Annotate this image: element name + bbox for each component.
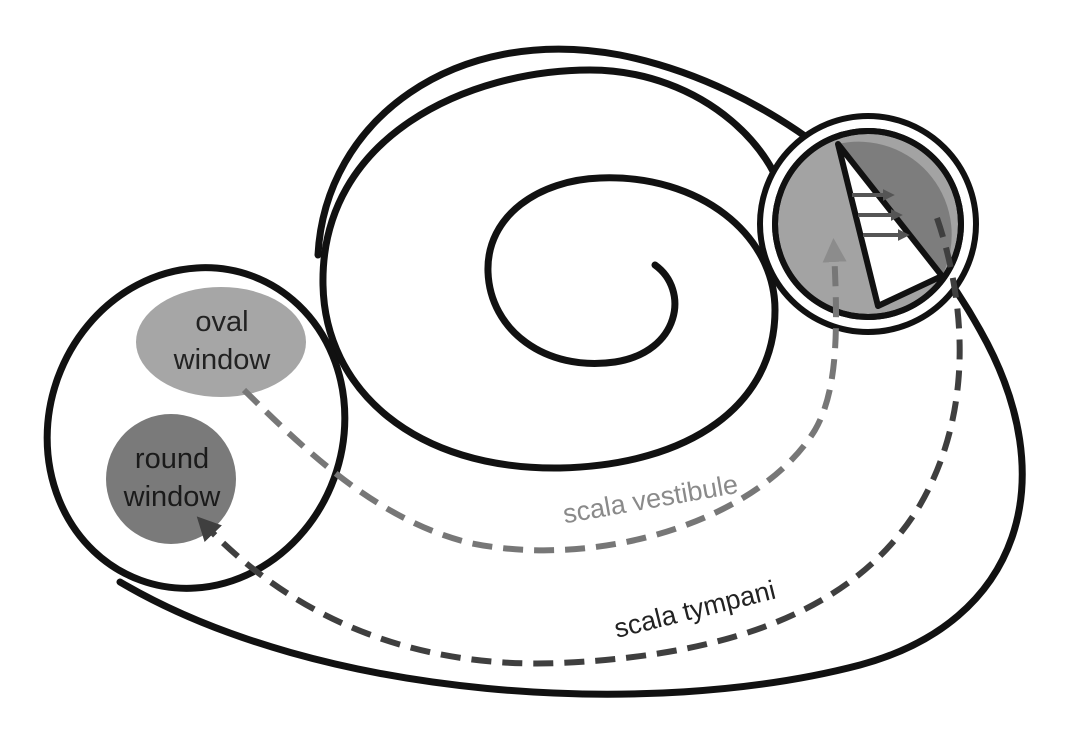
base-ellipse bbox=[43, 264, 349, 592]
scala-vestibule-path bbox=[241, 238, 847, 554]
oval-window-label-line1: oval bbox=[195, 306, 248, 338]
round-window bbox=[106, 414, 236, 544]
cross-section bbox=[757, 113, 979, 335]
cochlea-spiral bbox=[319, 66, 794, 472]
oval-window bbox=[136, 287, 306, 397]
cochlea-outer-shell bbox=[116, 45, 1026, 698]
scala-vestibule-label: scala vestibule bbox=[561, 469, 741, 529]
oval-window-label-line2: window bbox=[173, 344, 272, 376]
round-window-label-line1: round bbox=[135, 443, 209, 475]
round-window-label-line2: window bbox=[123, 481, 222, 513]
scala-tympani-path bbox=[196, 217, 963, 667]
